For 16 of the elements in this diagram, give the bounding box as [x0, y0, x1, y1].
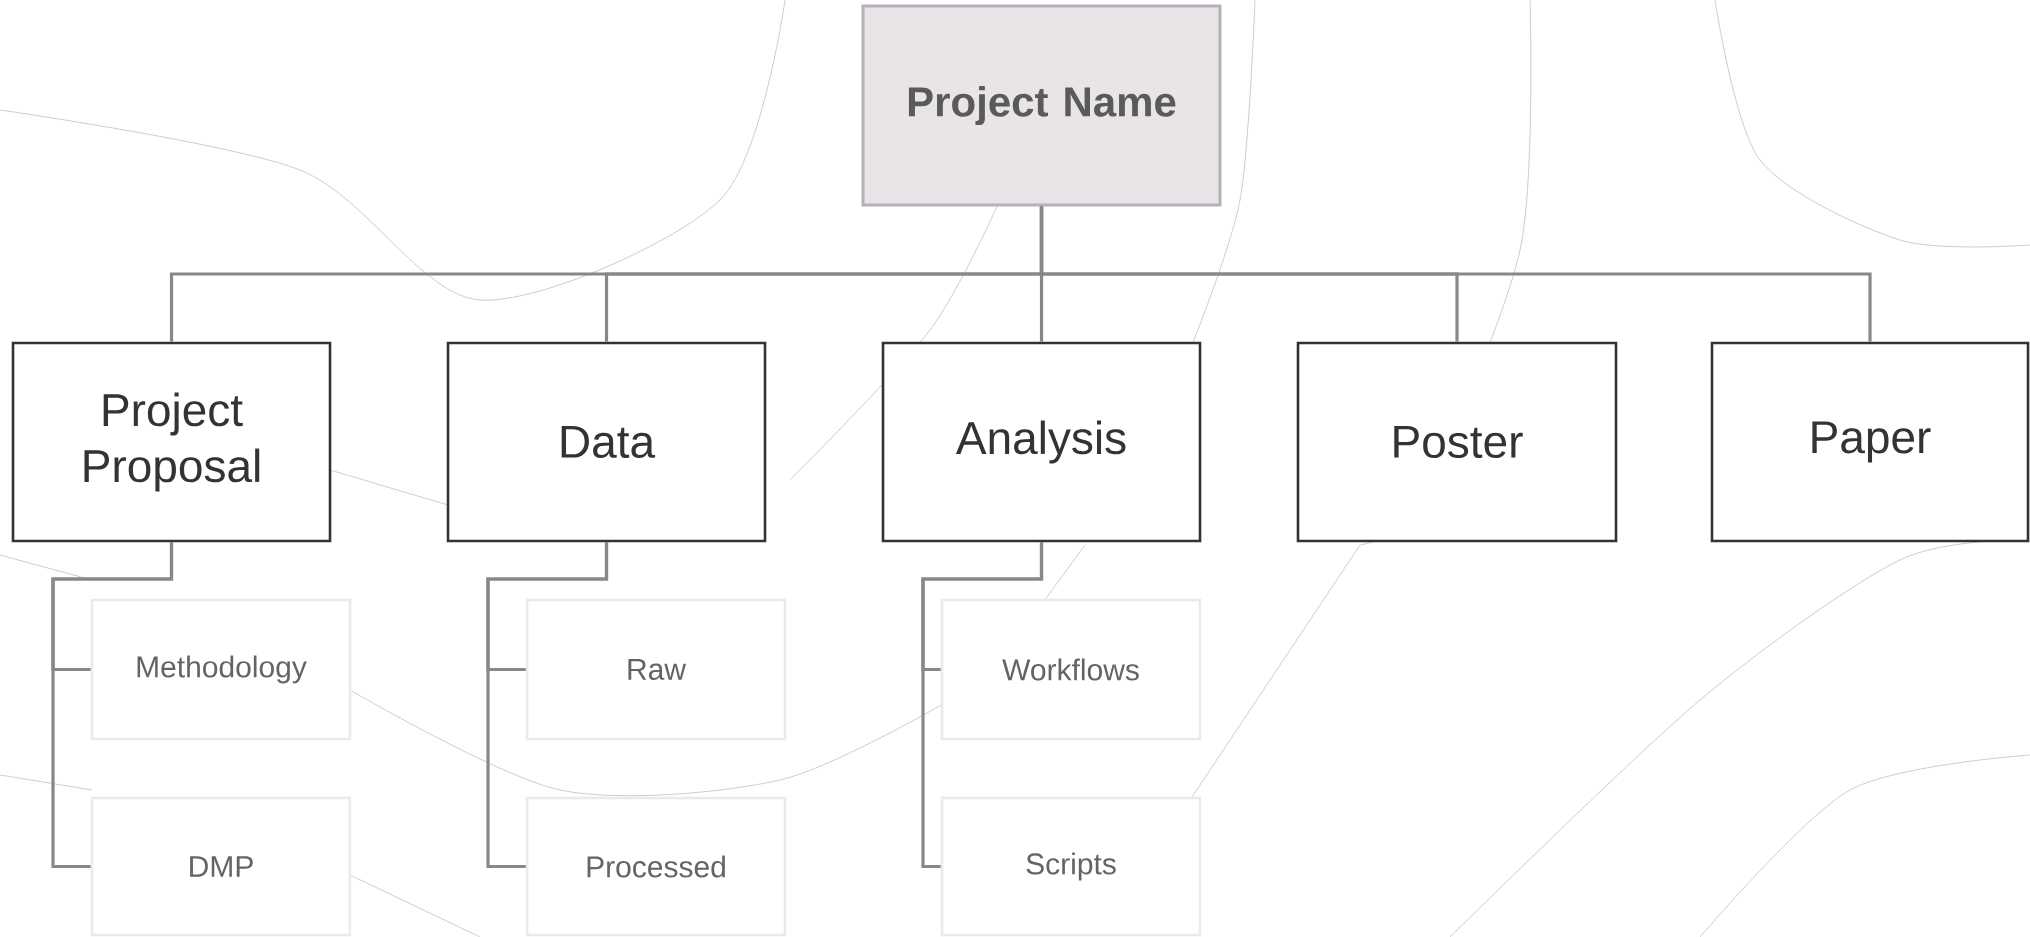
category-box: Paper — [1710, 341, 2030, 543]
category-box: Analysis — [881, 341, 1202, 543]
subfolder-box: Workflows — [940, 598, 1202, 741]
subfolder-box: Raw — [525, 598, 787, 741]
connector-line — [1039, 206, 1872, 342]
connector-line — [51, 542, 174, 869]
category-box: Poster — [1296, 341, 1618, 543]
subfolder-box: Scripts — [940, 796, 1202, 937]
category-box: Project Proposal — [11, 341, 332, 543]
root-box: Project Name — [861, 4, 1222, 207]
category-box: Data — [446, 341, 767, 543]
subfolder-box: Methodology — [90, 598, 352, 741]
connector-line — [486, 542, 609, 869]
subfolder-box: Processed — [525, 796, 787, 937]
subfolder-box: DMP — [90, 796, 352, 937]
connector-line — [921, 542, 1044, 869]
